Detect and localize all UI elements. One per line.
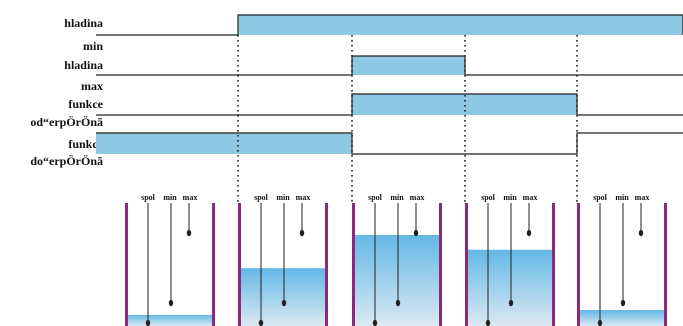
electrode-label-min: min: [615, 193, 629, 202]
electrode-tip-min: [281, 299, 287, 307]
electrode-tip-spol: [145, 319, 151, 326]
signal-label-hladina-max-line2: max: [81, 79, 103, 93]
signal-label-hladina-min-line1: hladina: [64, 16, 103, 30]
electrode-label-max: max: [296, 193, 311, 202]
signal-high-pulse: [352, 94, 577, 115]
signal-high-pulse: [238, 15, 683, 35]
electrode-label-spol: spol: [254, 193, 269, 202]
tank-wall-right: [664, 203, 667, 326]
tank-wall-right: [552, 203, 555, 326]
electrode-tip-spol: [372, 319, 378, 326]
electrode-label-spol: spol: [368, 193, 383, 202]
tank-wall-left: [125, 203, 128, 326]
electrode-tip-min: [168, 299, 174, 307]
electrode-tip-min: [395, 299, 401, 307]
electrode-label-max: max: [410, 193, 425, 202]
signal-waveforms: [96, 14, 683, 155]
signal-trace: [96, 55, 683, 76]
electrode-label-min: min: [163, 193, 177, 202]
signal-label-odcerpavani-line2: od“erpÖrÖnã: [30, 115, 103, 129]
electrode-label-min: min: [390, 193, 404, 202]
electrode-label-spol: spol: [593, 193, 608, 202]
signal-label-hladina-min-line2: min: [83, 39, 103, 53]
electrode-tip-spol: [258, 319, 264, 326]
electrode-tip-min: [620, 299, 626, 307]
signal-row-2: [96, 93, 683, 116]
tank-water: [355, 234, 439, 326]
tank-wall-right: [212, 203, 215, 326]
signal-label-hladina-max-line1: hladina: [64, 58, 103, 72]
tank-water: [128, 314, 212, 326]
tank-water: [580, 310, 664, 326]
signal-label-docerpavani-line2: do“erpÖrÖnã: [30, 154, 103, 168]
electrode-label-spol: spol: [141, 193, 156, 202]
tank-wall-left: [465, 203, 468, 326]
signal-row-0: [96, 14, 683, 36]
signal-high-pulse: [96, 133, 352, 154]
tank-wall-right: [325, 203, 328, 326]
tank-wall-left: [352, 203, 355, 326]
time-markers: [237, 35, 578, 205]
electrode-tip-max: [413, 229, 419, 237]
electrode-label-max: max: [183, 193, 198, 202]
signal-row-1: [96, 55, 683, 76]
signal-label-docerpavani-line1: funkce: [68, 137, 103, 151]
signal-labels: hladina min hladina max funkce od“erpÖrÖ…: [30, 16, 103, 168]
signal-high-pulse: [352, 56, 465, 75]
electrode-label-min: min: [276, 193, 290, 202]
tank-wall-left: [238, 203, 241, 326]
electrode-label-max: max: [635, 193, 650, 202]
electrode-tip-max: [299, 229, 305, 237]
signal-trace: [96, 14, 683, 36]
electrode-tip-max: [526, 229, 532, 237]
tank-wall-right: [439, 203, 442, 326]
electrode-tip-spol: [597, 319, 603, 326]
tank-water: [468, 249, 552, 326]
electrode-label-max: max: [523, 193, 538, 202]
electrode-tip-max: [186, 229, 192, 237]
signal-label-odcerpavani-line1: funkce: [68, 97, 103, 111]
tank-wall-left: [577, 203, 580, 326]
electrode-tip-min: [508, 299, 514, 307]
electrode-tip-max: [638, 229, 644, 237]
signal-row-3: [96, 132, 683, 155]
electrode-label-spol: spol: [481, 193, 496, 202]
electrode-label-min: min: [503, 193, 517, 202]
tank-water: [241, 268, 325, 326]
electrode-tip-spol: [485, 319, 491, 326]
